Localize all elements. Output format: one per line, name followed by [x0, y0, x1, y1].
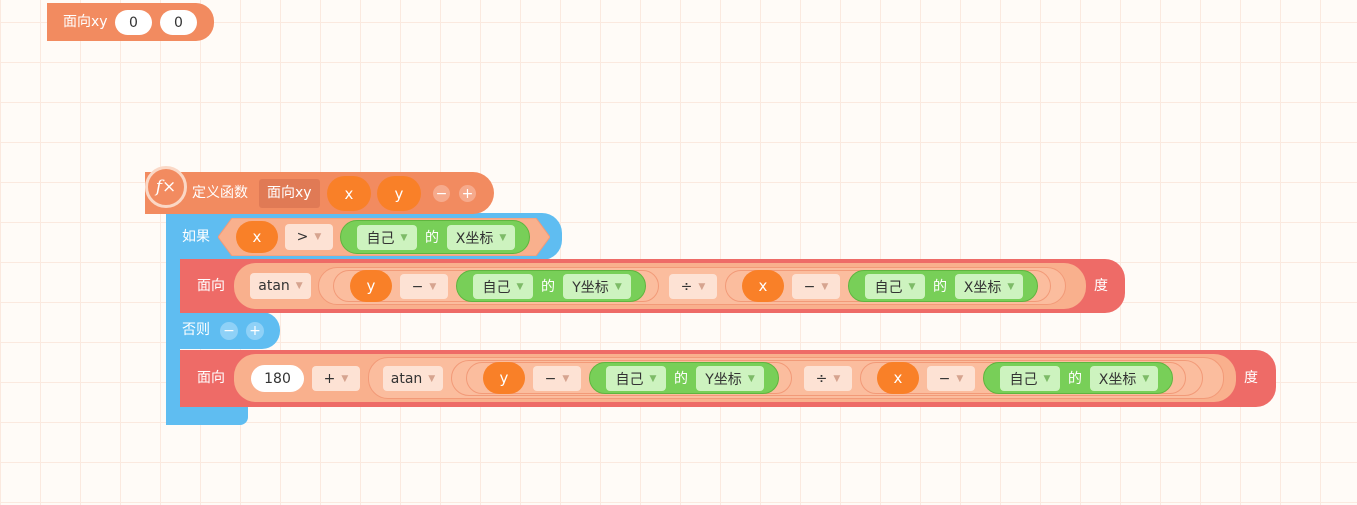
cond-prop-label: X坐标 [455, 230, 494, 247]
face1-num-block[interactable]: y −▼ 自己▼ 的 Y坐标▼ [333, 270, 659, 302]
face1-den-block[interactable]: x −▼ 自己▼ 的 X坐标▼ [725, 270, 1051, 302]
add-param-button[interactable]: + [459, 185, 476, 202]
chevron-down-icon: ▼ [649, 373, 657, 384]
define-function-block[interactable]: f× 定义函数 面向xy x y − + [145, 166, 494, 214]
face1-func-dropdown[interactable]: atan▼ [250, 273, 311, 299]
face2-num-of: 的 [674, 371, 688, 387]
param-x[interactable]: x [327, 176, 371, 211]
define-label: 定义函数 [192, 185, 248, 201]
cond-op-dropdown[interactable]: >▼ [285, 224, 333, 250]
face1-den-of: 的 [933, 279, 947, 295]
chevron-down-icon: ▼ [429, 281, 437, 292]
face2-den-prop[interactable]: X坐标▼ [1090, 366, 1158, 391]
face1-den-var[interactable]: x [742, 270, 784, 302]
face2-den-block[interactable]: x −▼ 自己▼ 的 X坐标▼ [860, 362, 1186, 394]
call-block-face-xy[interactable]: 面向xy 0 0 [47, 3, 214, 41]
chevron-down-icon: ▼ [1142, 373, 1150, 384]
call-block-label: 面向xy [63, 14, 108, 30]
face2-num-sensing[interactable]: 自己▼ 的 Y坐标▼ [589, 362, 779, 394]
cond-var-x[interactable]: x [236, 221, 278, 253]
if-block-footer [166, 405, 248, 425]
chevron-down-icon: ▼ [747, 373, 755, 384]
if-label: 如果 [182, 229, 210, 245]
chevron-down-icon: ▼ [314, 232, 322, 242]
face1-num-var[interactable]: y [350, 270, 392, 302]
face1-atan-block[interactable]: atan▼ y −▼ 自己▼ 的 Y坐标▼ [234, 263, 1086, 309]
face1-den-prop[interactable]: X坐标▼ [955, 274, 1023, 299]
chevron-down-icon: ▼ [698, 281, 706, 292]
face2-num-obj[interactable]: 自己▼ [606, 366, 666, 391]
chevron-down-icon: ▼ [1007, 281, 1015, 292]
face2-div-op[interactable]: ÷▼ [804, 366, 852, 391]
face2-unit: 度 [1244, 370, 1258, 386]
face1-den-obj[interactable]: 自己▼ [865, 274, 925, 299]
chevron-down-icon: ▼ [295, 281, 303, 291]
face2-add-op[interactable]: +▼ [312, 366, 360, 391]
chevron-down-icon: ▼ [428, 373, 436, 384]
face2-den-obj[interactable]: 自己▼ [1000, 366, 1060, 391]
face1-num-sensing[interactable]: 自己▼ 的 Y坐标▼ [456, 270, 646, 302]
face1-num-obj[interactable]: 自己▼ [473, 274, 533, 299]
function-icon: f× [145, 166, 187, 208]
face2-num-prop[interactable]: Y坐标▼ [696, 366, 764, 391]
face-direction-block-1[interactable]: 面向 度 atan▼ y −▼ 自己▼ 的 Y坐标▼ [180, 259, 1125, 313]
face2-num-block[interactable]: y −▼ 自己▼ 的 Y坐标▼ [466, 362, 792, 394]
face1-label: 面向 [197, 278, 225, 294]
chevron-down-icon: ▼ [821, 281, 829, 292]
arg-x-field[interactable]: 0 [115, 10, 152, 35]
face1-num-op[interactable]: −▼ [400, 274, 448, 299]
chevron-down-icon: ▼ [562, 373, 570, 384]
arg-y-field[interactable]: 0 [160, 10, 197, 35]
face1-num-prop[interactable]: Y坐标▼ [563, 274, 631, 299]
face2-value-field[interactable]: 180 [251, 365, 304, 392]
face1-den-sensing[interactable]: 自己▼ 的 X坐标▼ [848, 270, 1038, 302]
function-name-field[interactable]: 面向xy [259, 179, 320, 208]
face2-divide-block[interactable]: y −▼ 自己▼ 的 Y坐标▼ ÷▼ [451, 360, 1203, 396]
face2-add-block[interactable]: 180 +▼ atan▼ y −▼ 自己▼ 的 [234, 354, 1236, 402]
face2-den-sensing[interactable]: 自己▼ 的 X坐标▼ [983, 362, 1173, 394]
chevron-down-icon: ▼ [400, 232, 408, 243]
cond-op-label: > [296, 229, 309, 245]
chevron-down-icon: ▼ [614, 281, 622, 292]
param-y[interactable]: y [377, 176, 421, 211]
face1-num-of: 的 [541, 279, 555, 295]
else-label: 否则 [182, 322, 210, 338]
face2-num-op[interactable]: −▼ [533, 366, 581, 391]
chevron-down-icon: ▼ [1043, 373, 1051, 384]
face1-div-op[interactable]: ÷▼ [669, 274, 717, 299]
chevron-down-icon: ▼ [956, 373, 964, 384]
cond-obj-dropdown[interactable]: 自己 ▼ [357, 225, 417, 250]
cond-of-label: 的 [425, 230, 439, 246]
face-direction-block-2[interactable]: 面向 度 180 +▼ atan▼ y −▼ 自己▼ [180, 350, 1276, 407]
cond-obj-label: 自己 [366, 230, 395, 247]
chevron-down-icon: ▼ [499, 232, 507, 243]
face1-divide-block[interactable]: y −▼ 自己▼ 的 Y坐标▼ ÷▼ x [318, 267, 1066, 305]
face2-num-var[interactable]: y [483, 362, 525, 394]
face1-unit: 度 [1094, 278, 1108, 294]
face2-func-dropdown[interactable]: atan▼ [383, 366, 443, 391]
chevron-down-icon: ▼ [341, 373, 349, 384]
face2-den-of: 的 [1068, 371, 1082, 387]
face2-label: 面向 [197, 370, 225, 386]
face2-atan-block[interactable]: atan▼ y −▼ 自己▼ 的 Y坐标▼ [368, 357, 1224, 399]
face2-den-op[interactable]: −▼ [927, 366, 975, 391]
cond-prop-dropdown[interactable]: X坐标 ▼ [447, 225, 515, 250]
remove-param-button[interactable]: − [433, 185, 450, 202]
face1-den-op[interactable]: −▼ [792, 274, 840, 299]
chevron-down-icon: ▼ [908, 281, 916, 292]
else-plus-button[interactable]: + [246, 322, 264, 340]
face2-den-var[interactable]: x [877, 362, 919, 394]
chevron-down-icon: ▼ [516, 281, 524, 292]
chevron-down-icon: ▼ [833, 373, 841, 384]
cond-sensing-block[interactable]: 自己 ▼ 的 X坐标 ▼ [340, 220, 530, 254]
else-minus-button[interactable]: − [220, 322, 238, 340]
